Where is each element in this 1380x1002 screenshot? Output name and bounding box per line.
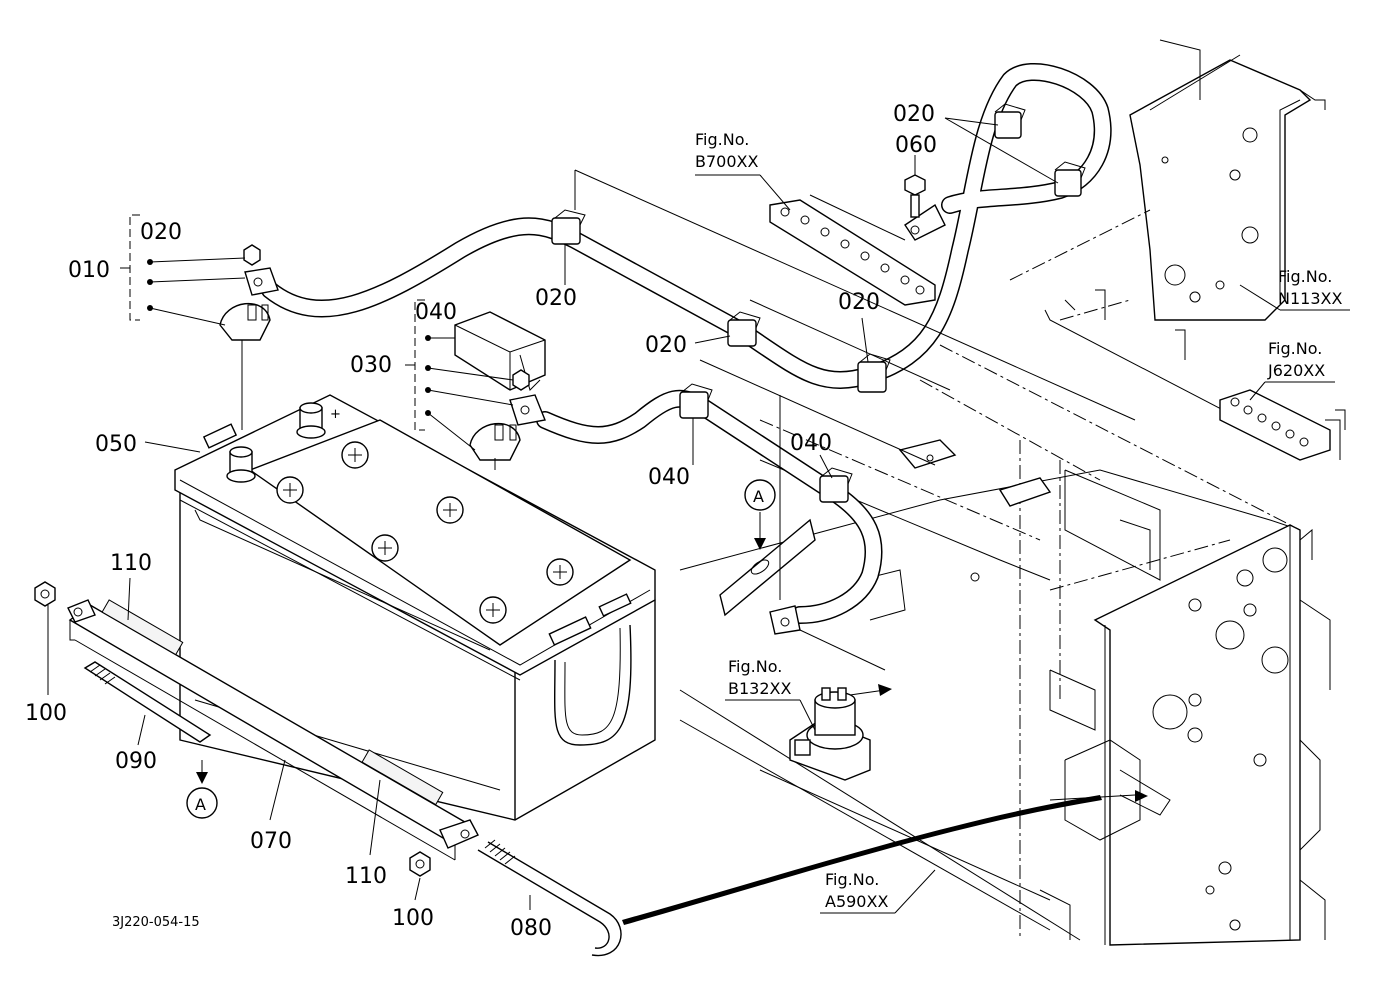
battery-cable-010 [261,63,1112,389]
callout-040-clamp-a: 040 [648,465,690,490]
callout-040-clamp-b: 040 [790,431,832,456]
vent-caps [276,441,574,624]
flange-nut-100b [409,851,431,877]
callout-080: 080 [510,916,552,941]
callout-020-cable-b: 020 [645,333,687,358]
svg-text:Fig.No.: Fig.No. [825,870,879,889]
drawing-code: 3J220-054-15 [112,915,200,930]
callout-020-upper: 020 [893,102,935,127]
leader-lines [47,117,1350,914]
svg-text:A: A [753,487,764,506]
svg-text:B700XX: B700XX [695,152,758,171]
callout-labels: 010 020 020 020 020 020 030 040 040 040 … [25,102,937,941]
svg-text:Fig.No.: Fig.No. [1268,339,1322,358]
callout-020-cable-c: 020 [838,290,880,315]
callout-040-cover: 040 [415,300,457,325]
svg-text:Fig.No.: Fig.No. [728,657,782,676]
battery-terminals: + [226,402,341,483]
flange-nut-100a [34,581,56,607]
callout-100-left: 100 [25,701,67,726]
callout-020-top-left: 020 [140,220,182,245]
svg-text:A590XX: A590XX [825,892,888,911]
svg-text:+: + [330,407,341,422]
svg-text:Fig.No.: Fig.No. [1278,267,1332,286]
svg-text:B132XX: B132XX [728,679,791,698]
callout-060: 060 [895,133,937,158]
starter-solenoid [789,687,871,781]
callout-090: 090 [115,749,157,774]
callout-020-cable-a: 020 [535,286,577,311]
cable-clamps [551,103,1086,503]
fig-ref-n113: Fig.No. N113XX [1278,267,1342,308]
callout-100-bottom: 100 [392,906,434,931]
fig-ref-b132: Fig.No. B132XX [728,657,791,698]
callout-110-top: 110 [110,551,152,576]
hook-bolt-080 [477,839,622,957]
svg-text:Fig.No.: Fig.No. [695,130,749,149]
chassis-frame [679,344,1331,946]
hold-down-bar [67,599,479,861]
reference-marker-a-upper: A [744,479,776,511]
reference-marker-a-lower: A [186,787,218,819]
callout-050: 050 [95,432,137,457]
callout-110-bottom: 110 [345,864,387,889]
upper-frame-bracket [1009,39,1346,451]
cable-lugs [244,203,946,635]
fig-ref-a590: Fig.No. A590XX [825,870,888,911]
hook-bolt-090 [83,661,212,743]
battery: + [174,394,656,821]
callout-010: 010 [68,258,110,283]
terminal-clamps [219,303,521,461]
svg-text:J620XX: J620XX [1267,361,1325,380]
terminal-nuts [243,244,530,391]
svg-text:N113XX: N113XX [1278,289,1342,308]
arrow-stripe [622,795,1102,925]
fig-ref-j620: Fig.No. J620XX [1267,339,1325,380]
junction-bus-bar [1219,389,1341,461]
terminal-block [769,199,936,306]
fig-ref-b700: Fig.No. B700XX [695,130,758,171]
callout-070: 070 [250,829,292,854]
bolt-060 [904,174,926,218]
mount-bracket [719,518,816,617]
svg-text:A: A [195,795,206,814]
callout-030: 030 [350,353,392,378]
